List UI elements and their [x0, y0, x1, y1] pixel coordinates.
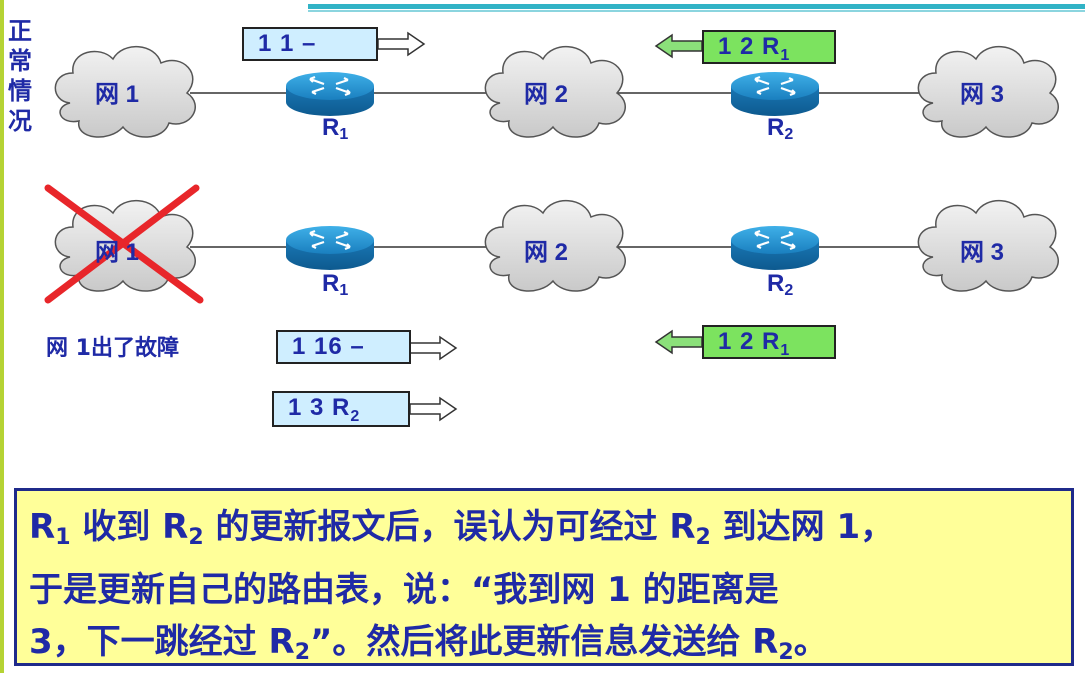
arrow-right-r1-update: [409, 336, 457, 360]
arrow-right-r1-new: [409, 397, 457, 421]
router-r2-row1: [729, 70, 821, 118]
side-label-char: 况: [8, 107, 32, 135]
routing-msg-r2-update: 1 2 R1: [702, 325, 836, 359]
arrow-right-r1-row1: [377, 32, 425, 56]
left-accent-bar: [0, 0, 4, 673]
cloud-label-net1-failed: 网 1: [95, 239, 140, 266]
cloud-label-net2: 网 2: [524, 81, 569, 108]
arrow-left-r2-row2: [655, 330, 703, 354]
router-r1-row2: [284, 224, 376, 272]
routing-msg-r1-failed: 1 16 –: [276, 330, 411, 364]
fault-caption: 网 1出了故障: [46, 336, 179, 361]
router-label-r1: R1: [322, 114, 349, 143]
routing-msg-r1-normal: 1 1 –: [242, 27, 378, 61]
router-label-r1: R1: [322, 270, 349, 299]
top-accent-line-2: [308, 10, 1085, 12]
cloud-label-net1: 网 1: [95, 81, 140, 108]
side-label-char: 常: [8, 47, 32, 75]
routing-msg-r1-updated: 1 3 R2: [272, 391, 410, 427]
router-label-r2: R2: [767, 114, 794, 143]
cloud-label-net2: 网 2: [524, 239, 569, 266]
note-line-1: R1 收到 R2 的更新报文后，误认为可经过 R2 到达网 1，: [29, 507, 895, 550]
routing-msg-r2-normal: 1 2 R1: [702, 30, 836, 64]
router-label-r2: R2: [767, 270, 794, 299]
note-line-2: 于是更新自己的路由表，说：“我到网 1 的距离是: [29, 570, 779, 610]
explanation-note: R1 收到 R2 的更新报文后，误认为可经过 R2 到达网 1， 于是更新自己的…: [14, 488, 1074, 666]
cloud-label-net3: 网 3: [960, 239, 1005, 266]
side-label-char: 正: [8, 17, 32, 45]
failure-cross-icon: [44, 184, 204, 304]
normal-case-label: 正 常 情 况: [8, 16, 38, 136]
top-accent-line: [308, 4, 1085, 9]
router-r2-row2: [729, 224, 821, 272]
side-label-char: 情: [8, 77, 32, 105]
router-r1-row1: [284, 70, 376, 118]
note-line-3: 3，下一跳经过 R2”。然后将此更新信息发送给 R2。: [29, 622, 828, 665]
cloud-label-net3: 网 3: [960, 81, 1005, 108]
arrow-left-r2-row1: [655, 34, 703, 58]
